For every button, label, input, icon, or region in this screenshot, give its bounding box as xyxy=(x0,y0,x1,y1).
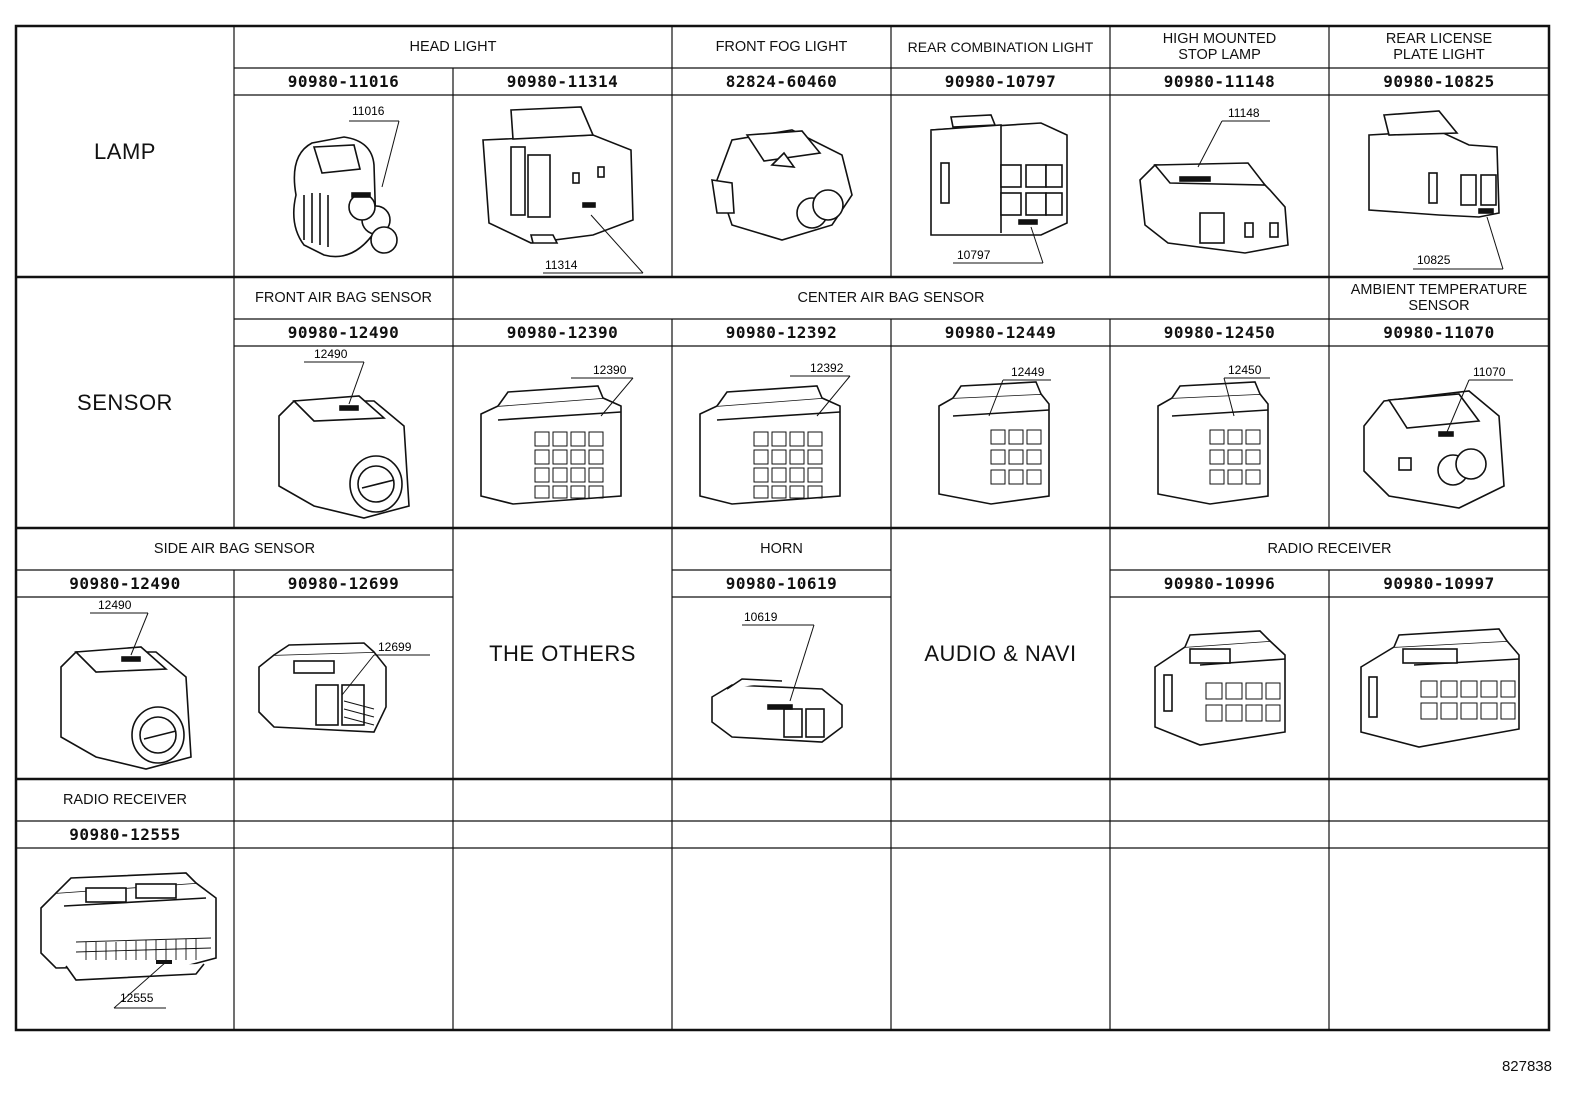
connector-drawing-11070: 11070 xyxy=(1363,365,1513,509)
connector-drawing-10996 xyxy=(1154,630,1286,746)
part-number: 90980-12555 xyxy=(69,825,181,844)
callout-label: 12555 xyxy=(120,991,154,1005)
group-header-high-mounted-stop-lamp: HIGH MOUNTED STOP LAMP xyxy=(1162,31,1277,63)
callout-label: 11070 xyxy=(1473,365,1506,379)
part-number: 90980-12392 xyxy=(725,323,838,342)
callout-label: 12449 xyxy=(1011,365,1045,379)
part-number: 90980-11314 xyxy=(506,72,619,91)
group-header-horn: HORN xyxy=(760,541,803,557)
callout-label: 11148 xyxy=(1228,106,1260,120)
part-number: 90980-12490 xyxy=(287,323,400,342)
callout-label: 12392 xyxy=(810,361,844,375)
part-number: 82824-60460 xyxy=(725,72,838,91)
callout-label: 10825 xyxy=(1417,253,1451,267)
callout-label: 11314 xyxy=(545,258,578,272)
connector-drawing-10825: 10825 xyxy=(1368,110,1504,270)
group-header-front-fog-light: FRONT FOG LIGHT xyxy=(715,39,848,55)
connector-drawing-11314: 11314 xyxy=(482,106,644,274)
connector-drawing-12555: 12555 xyxy=(40,872,217,1009)
part-number: 90980-12450 xyxy=(1163,323,1276,342)
section-label-lamp: LAMP xyxy=(94,138,156,164)
group-header-rear-license-plate-light: REAR LICENSE PLATE LIGHT xyxy=(1385,31,1493,63)
part-number: 90980-12390 xyxy=(506,323,619,342)
group-header-radio-receiver-2: RADIO RECEIVER xyxy=(62,792,188,808)
connector-drawing-12450: 12450 xyxy=(1157,363,1270,505)
connector-drawing-10997 xyxy=(1360,628,1520,748)
diagram-id: 827838 xyxy=(1501,1058,1552,1075)
group-header-radio-receiver: RADIO RECEIVER xyxy=(1267,541,1392,557)
group-header-side-air-bag-sensor: SIDE AIR BAG SENSOR xyxy=(153,541,316,557)
callout-label: 10797 xyxy=(957,248,991,262)
connector-drawing-11016: 11016 xyxy=(293,104,400,258)
connector-drawing-11148: 11148 xyxy=(1139,106,1289,254)
part-number: 90980-10997 xyxy=(1383,574,1495,593)
callout-label: 12490 xyxy=(314,347,348,361)
callout-label: 12450 xyxy=(1228,363,1262,377)
group-header-center-air-bag-sensor: CENTER AIR BAG SENSOR xyxy=(797,290,985,306)
part-number: 90980-10996 xyxy=(1163,574,1276,593)
part-number: 90980-10825 xyxy=(1383,72,1495,91)
callout-label: 10619 xyxy=(744,610,778,624)
part-number: 90980-10797 xyxy=(944,72,1057,91)
connector-drawing-10619: 10619 xyxy=(711,610,843,743)
part-number: 90980-11070 xyxy=(1383,323,1495,342)
part-number: 90980-11148 xyxy=(1163,72,1276,91)
group-header-head-light: HEAD LIGHT xyxy=(409,39,497,55)
section-label-the-others: THE OTHERS xyxy=(489,640,636,666)
callout-label: 11016 xyxy=(352,104,385,118)
connector-drawing-12490: 12490 xyxy=(278,347,410,519)
connector-drawing-12449: 12449 xyxy=(938,365,1051,505)
group-header-rear-combination-light: REAR COMBINATION LIGHT xyxy=(907,39,1094,55)
part-number: 90980-12449 xyxy=(944,323,1057,342)
callout-label: 12490 xyxy=(98,598,132,612)
part-number: 90980-11016 xyxy=(287,72,400,91)
part-number: 90980-12490 xyxy=(69,574,181,593)
group-header-front-air-bag-sensor: FRONT AIR BAG SENSOR xyxy=(255,290,432,306)
callout-label: 12390 xyxy=(593,363,627,377)
connector-drawing-12699: 12699 xyxy=(258,640,430,733)
callout-label: 12699 xyxy=(378,640,412,654)
part-number: 90980-10619 xyxy=(725,574,838,593)
connector-drawing-12390: 12390 xyxy=(480,363,634,505)
connector-drawing-60460 xyxy=(711,129,853,241)
section-label-audio-navi: AUDIO & NAVI xyxy=(924,640,1077,666)
group-header-ambient-temperature-sensor: AMBIENT TEMPERATURE SENSOR xyxy=(1350,282,1528,314)
connector-drawing-12392: 12392 xyxy=(699,361,851,505)
connector-drawing-12490-side: 12490 xyxy=(60,598,192,770)
section-label-sensor: SENSOR xyxy=(77,389,173,415)
connector-drawing-10797: 10797 xyxy=(930,114,1068,264)
part-number: 90980-12699 xyxy=(287,574,400,593)
